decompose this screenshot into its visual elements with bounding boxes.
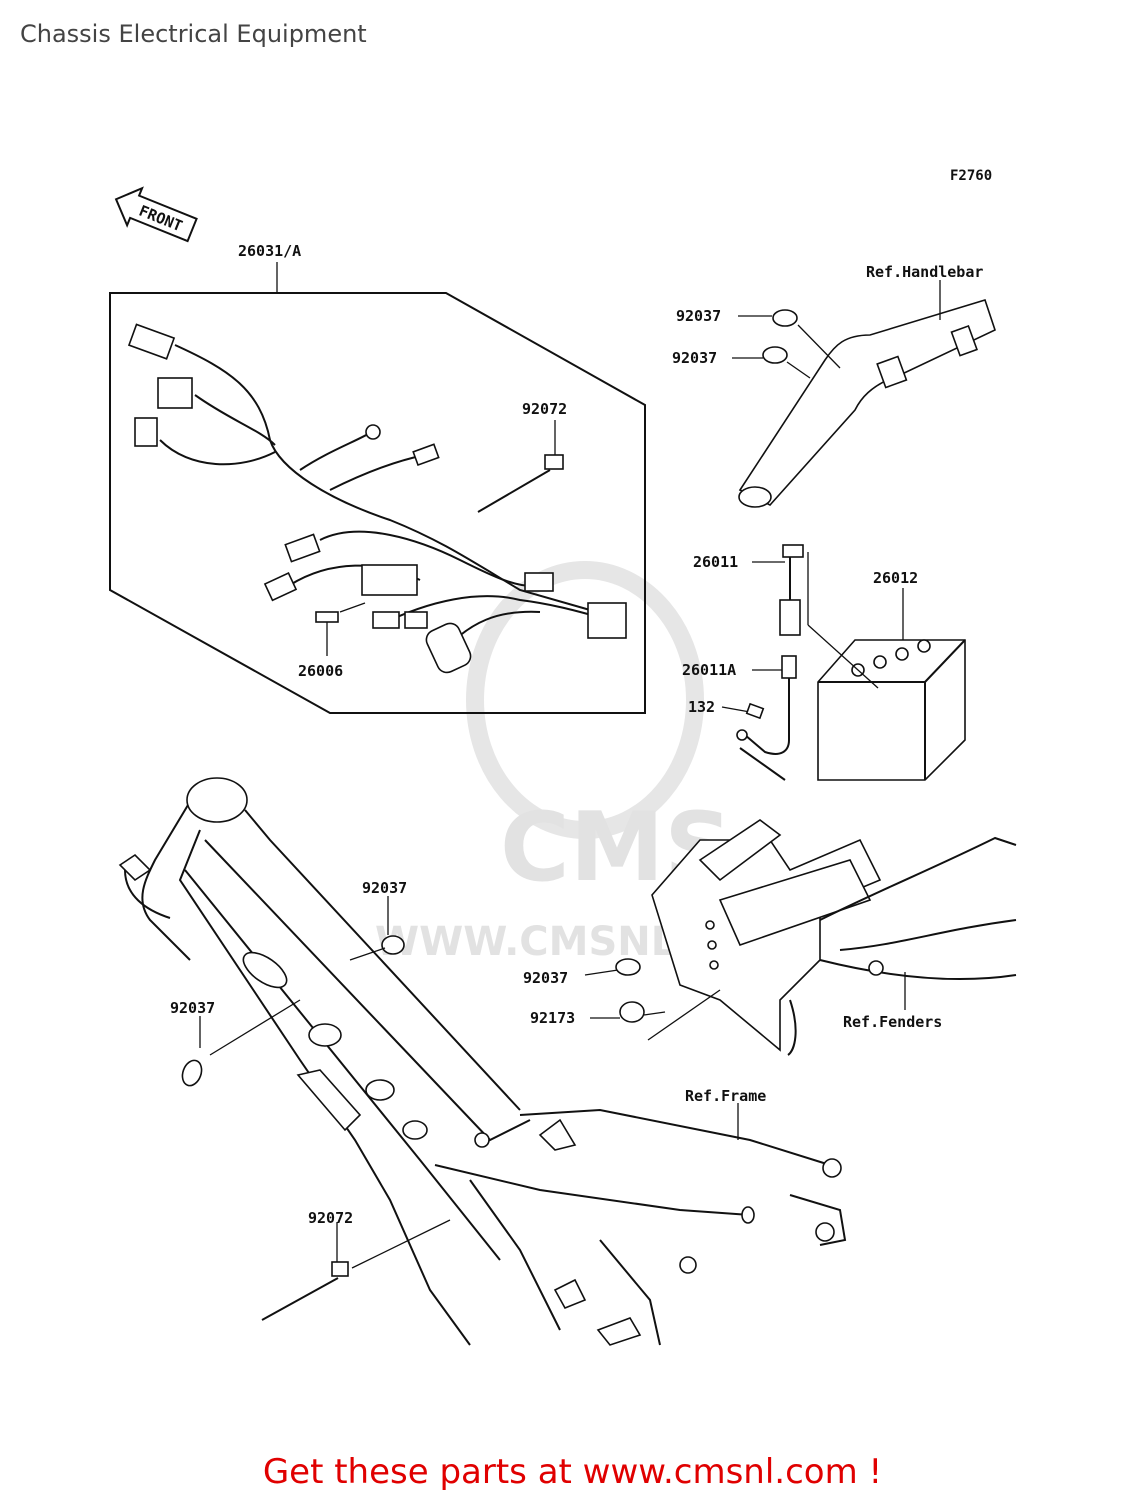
battery-box [651, 819, 882, 1052]
front-arrow-icon: FRONT [114, 186, 198, 243]
label-ref-handlebar: Ref.Handlebar [866, 263, 983, 281]
label-26012: 26012 [873, 569, 918, 587]
handlebar [732, 280, 996, 508]
label-ref-fenders: Ref.Fenders [843, 1013, 942, 1031]
frame [118, 777, 847, 1346]
page-title: Chassis Electrical Equipment [20, 20, 367, 48]
battery-lead-negative [736, 655, 797, 781]
battery-lead-positive [752, 544, 879, 689]
clamp-box-icon [584, 958, 721, 1041]
label-92037-box: 92037 [523, 969, 568, 987]
label-ref-frame: Ref.Frame [685, 1087, 766, 1105]
label-92037-handlebar-1: 92037 [676, 307, 721, 325]
label-92072-kit: 92072 [522, 400, 567, 418]
clamp-frame-icon [181, 896, 451, 1321]
label-92173: 92173 [530, 1009, 575, 1027]
label-92072-frame: 92072 [308, 1209, 353, 1227]
label-132: 132 [688, 698, 715, 716]
figure-code: F2760 [950, 168, 993, 184]
label-26006: 26006 [298, 662, 343, 680]
label-26011a: 26011A [682, 661, 736, 679]
battery [817, 588, 966, 781]
label-26031-a: 26031/A [238, 242, 301, 260]
wiring-harness [127, 323, 627, 674]
bolt-icon [721, 702, 765, 720]
label-92037-frame-1: 92037 [362, 879, 407, 897]
cable-tie-icon [477, 420, 564, 513]
harness-panel [109, 292, 646, 714]
label-92037-frame-2: 92037 [170, 999, 215, 1017]
label-92037-handlebar-2: 92037 [672, 349, 717, 367]
label-26011: 26011 [693, 553, 738, 571]
rear-fender [787, 836, 1017, 1056]
cta-link[interactable]: Get these parts at www.cmsnl.com ! [262, 1452, 883, 1492]
